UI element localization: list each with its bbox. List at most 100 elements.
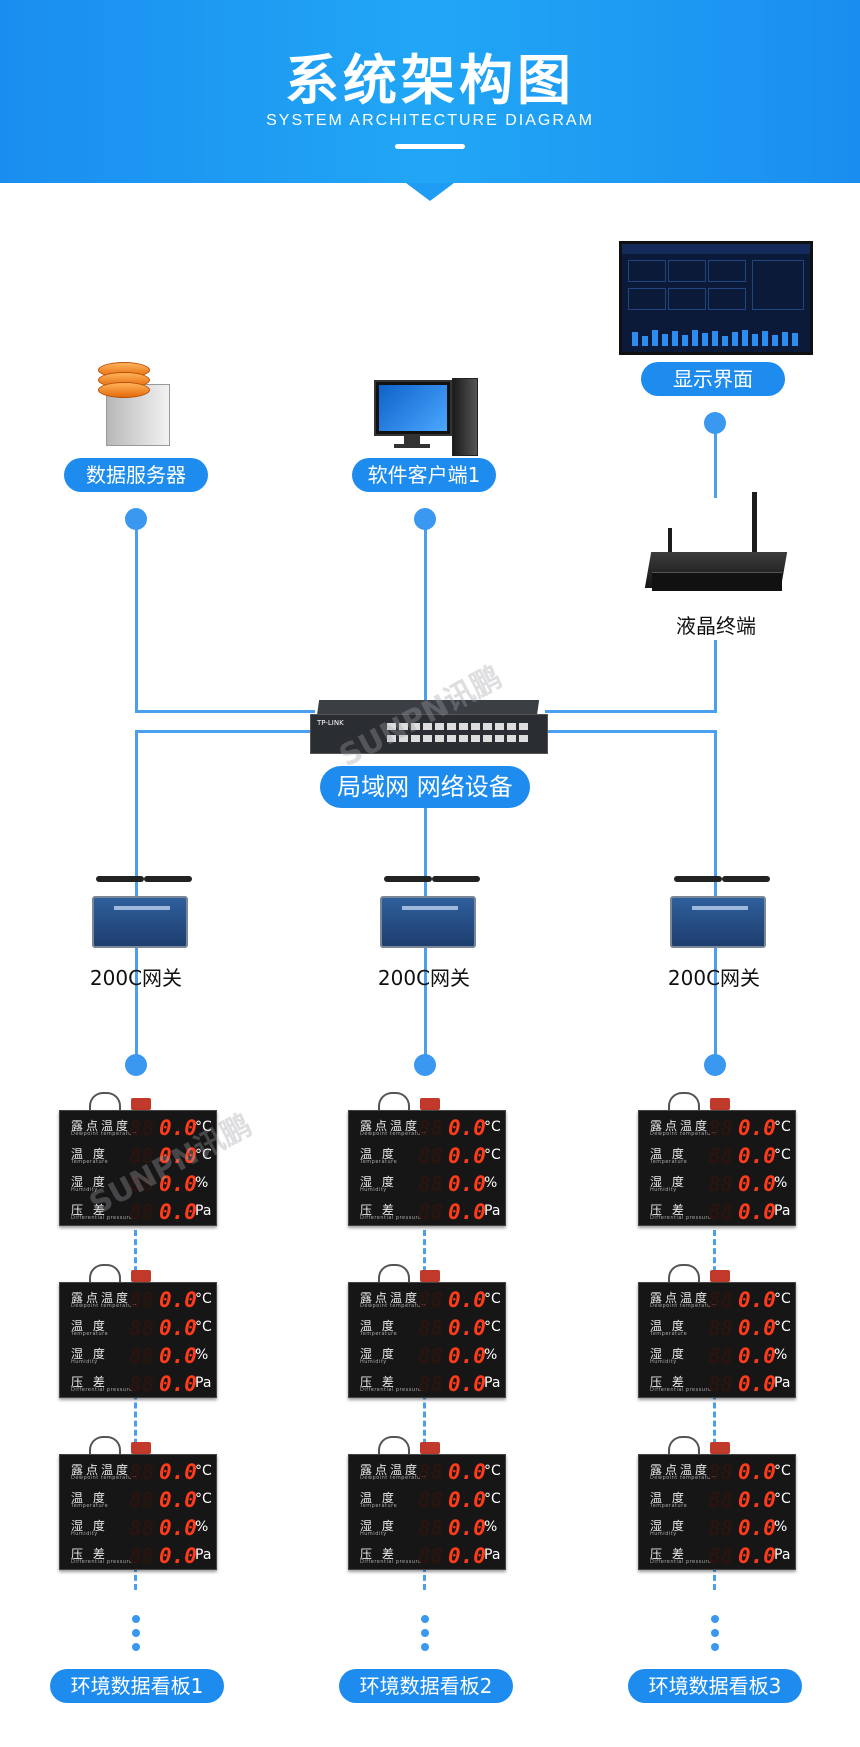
board-row-unit: °C [195, 1463, 212, 1479]
board-row-ghost-digits: 88 [418, 1144, 444, 1168]
board-row-sublabel: Dewpoint temperature [360, 1475, 427, 1481]
board-row-ghost-digits: 88 [129, 1172, 155, 1196]
board-row-unit: °C [484, 1463, 501, 1479]
board-row-value: 0.0 [738, 1460, 776, 1484]
board-row-unit: °C [774, 1491, 791, 1507]
board-row-value: 0.0 [159, 1372, 197, 1396]
board-row-value: 0.0 [448, 1116, 486, 1140]
gateway-icon-1 [86, 876, 194, 948]
board-row-ghost-digits: 88 [129, 1316, 155, 1340]
board-row-label: 压 差 [71, 1203, 108, 1217]
board-row-value: 0.0 [738, 1172, 776, 1196]
board-row-ghost-digits: 88 [708, 1144, 734, 1168]
header-banner [0, 0, 860, 183]
board-row-label: 湿 度 [650, 1347, 687, 1361]
network-switch-icon: TP-LINK [310, 700, 548, 756]
terminal-line [714, 640, 717, 712]
board-row-label: 温 度 [360, 1491, 397, 1505]
board-group-label-3: 环境数据看板3 [628, 1669, 802, 1703]
board-row-unit: Pa [195, 1203, 212, 1219]
board-row-value: 0.0 [448, 1372, 486, 1396]
lcd-terminal-icon [644, 492, 788, 604]
board-row-label: 露点温度 [650, 1463, 711, 1477]
board-row-ghost-digits: 88 [129, 1200, 155, 1224]
server-dot [125, 508, 147, 530]
board-row-label: 温 度 [71, 1319, 108, 1333]
board-row-value: 0.0 [738, 1372, 776, 1396]
board-row-value: 0.0 [448, 1316, 486, 1340]
board-row-sublabel: Humidity [360, 1187, 387, 1193]
board-row-label: 压 差 [650, 1547, 687, 1561]
board-row-label: 压 差 [360, 1375, 397, 1389]
board-row-ghost-digits: 88 [418, 1288, 444, 1312]
board-row-sublabel: Differential pressure [360, 1559, 422, 1565]
gateway-icon-3 [664, 876, 772, 948]
gateway-dot-2 [414, 1054, 436, 1076]
board-row-ghost-digits: 88 [708, 1116, 734, 1140]
board-row-ghost-digits: 88 [418, 1460, 444, 1484]
board-row-unit: % [484, 1347, 498, 1363]
gateway3-line [714, 730, 717, 1060]
board-row-label: 湿 度 [71, 1175, 108, 1189]
board-row-unit: % [774, 1175, 788, 1191]
column3-dashed [713, 1230, 716, 1590]
board-row-sublabel: Humidity [71, 1531, 98, 1537]
board-row-value: 0.0 [448, 1144, 486, 1168]
board-row-label: 湿 度 [360, 1347, 397, 1361]
more-boards-dots-1 [132, 1615, 140, 1657]
gateway-label-2: 200C网关 [377, 966, 471, 990]
gateway-dot-1 [125, 1054, 147, 1076]
board-row-sublabel: Differential pressure [360, 1387, 422, 1393]
board-row-value: 0.0 [159, 1172, 197, 1196]
board-row-label: 压 差 [360, 1547, 397, 1561]
board-row-unit: °C [195, 1291, 212, 1307]
board-row-sublabel: Differential pressure [650, 1215, 712, 1221]
board-row-unit: % [774, 1347, 788, 1363]
board-row-unit: °C [195, 1147, 212, 1163]
board-group-label-2: 环境数据看板2 [339, 1669, 513, 1703]
board-row-sublabel: Temperature [650, 1331, 688, 1337]
board-row-unit: °C [774, 1319, 791, 1335]
board-row-sublabel: Differential pressure [650, 1387, 712, 1393]
board-row-sublabel: Humidity [360, 1359, 387, 1365]
board-row-label: 湿 度 [650, 1519, 687, 1533]
switch-right-branch [545, 730, 717, 733]
board-row-sublabel: Dewpoint temperature [360, 1303, 427, 1309]
title-underline [395, 144, 465, 149]
gateway-label-1: 200C网关 [89, 966, 183, 990]
board-row-unit: °C [195, 1119, 212, 1135]
board-row-sublabel: Dewpoint temperature [71, 1131, 138, 1137]
board-row-unit: °C [195, 1319, 212, 1335]
board-row-sublabel: Differential pressure [650, 1559, 712, 1565]
board-row-label: 温 度 [360, 1319, 397, 1333]
board-row-sublabel: Dewpoint temperature [360, 1131, 427, 1137]
board-row-value: 0.0 [738, 1316, 776, 1340]
board-row-sublabel: Differential pressure [71, 1559, 133, 1565]
board-row-unit: Pa [774, 1203, 791, 1219]
board-row-value: 0.0 [738, 1116, 776, 1140]
board-row-sublabel: Temperature [71, 1503, 109, 1509]
board-row-ghost-digits: 88 [708, 1344, 734, 1368]
board-row-ghost-digits: 88 [129, 1460, 155, 1484]
client-dot [414, 508, 436, 530]
board-row-unit: % [195, 1175, 209, 1191]
board-row-ghost-digits: 88 [418, 1200, 444, 1224]
page-title: 系统架构图 [285, 49, 575, 112]
board-row-ghost-digits: 88 [129, 1488, 155, 1512]
board-row-ghost-digits: 88 [129, 1544, 155, 1568]
board-row-value: 0.0 [159, 1544, 197, 1568]
